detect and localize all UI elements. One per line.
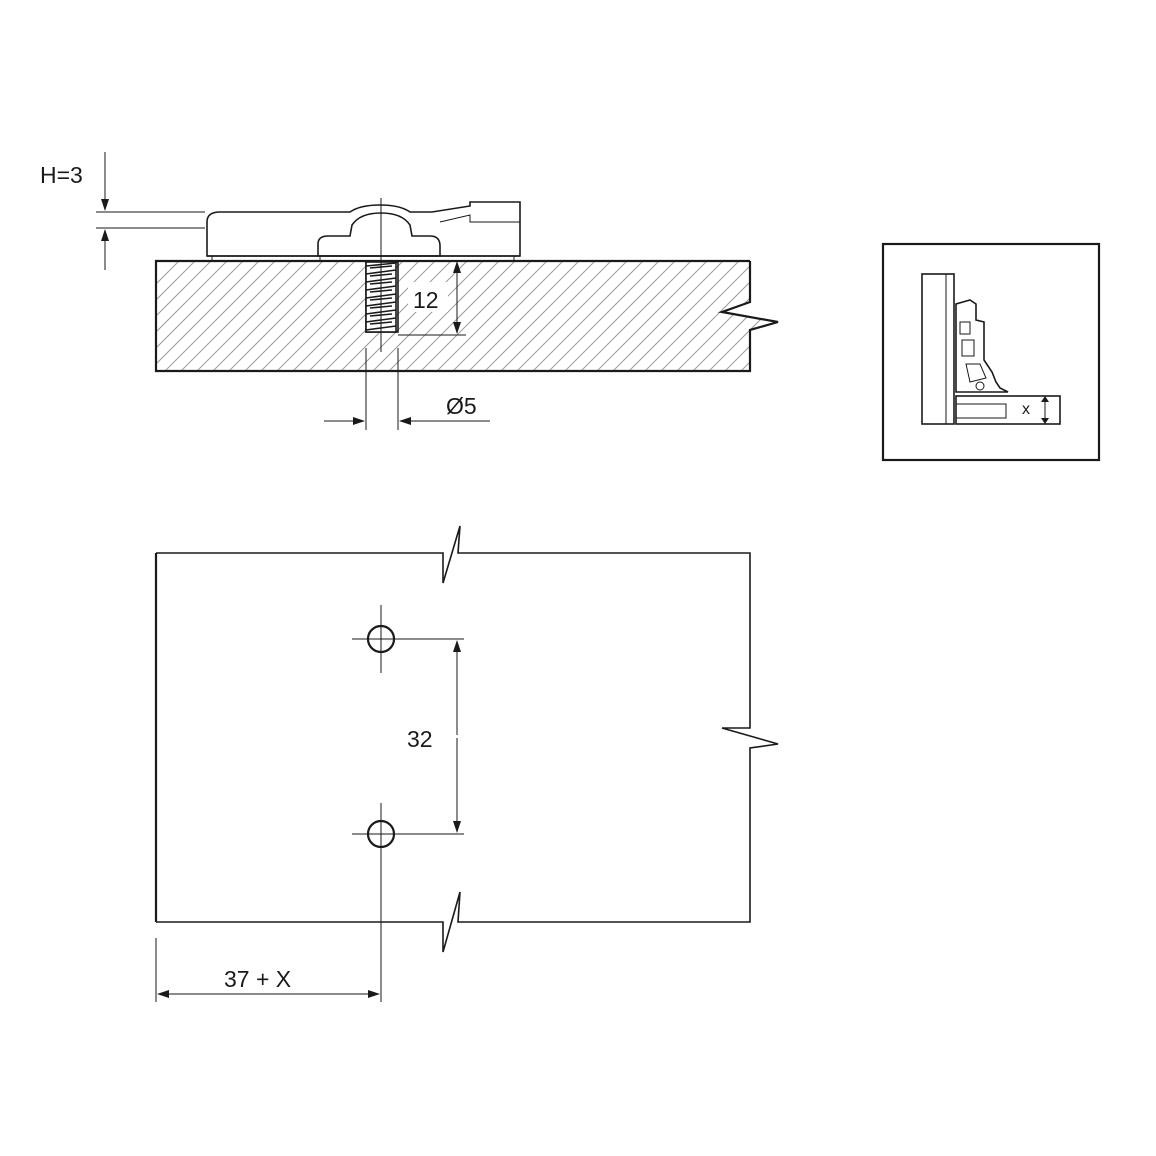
hatch-line [475, 261, 607, 371]
hatch-line [156, 261, 191, 371]
detail-x-label: x [1022, 401, 1030, 418]
depth-label: 12 [413, 287, 439, 313]
hatch-line [731, 261, 778, 371]
hatch-line [635, 261, 767, 371]
hatch-line [555, 261, 687, 371]
hatch-line [571, 261, 703, 371]
hatch-line [411, 261, 543, 371]
mounting-hole-bottom [352, 803, 464, 1002]
board-hatching [156, 261, 778, 371]
hatch-line [395, 261, 527, 371]
hatch-line [491, 261, 623, 371]
hatch-line [156, 261, 239, 371]
hatch-line [251, 261, 383, 371]
hatch-line [171, 261, 303, 371]
hatch-line [363, 261, 495, 371]
hatch-line [427, 261, 559, 371]
hatch-line [539, 261, 671, 371]
plan-view: 32 37 + X [154, 525, 779, 1002]
height-label: H=3 [40, 162, 83, 188]
edge-offset-dimension: 37 + X [155, 938, 380, 1002]
hole-spacing-dimension: 32 [407, 640, 461, 833]
height-dimension: H=3 [40, 152, 205, 270]
section-view: H=3 12 Ø5 [40, 152, 779, 430]
board-section [154, 259, 779, 373]
hatch-line [651, 261, 778, 371]
hole-spacing-label: 32 [407, 726, 433, 752]
hatch-line [763, 261, 778, 371]
hatch-line [187, 261, 319, 371]
diameter-dimension: Ø5 [324, 348, 490, 430]
mounting-hole-top [352, 605, 464, 673]
hatch-line [156, 261, 287, 371]
mounting-plate [206, 201, 521, 262]
hatch-line [156, 261, 207, 371]
hatch-line [747, 261, 778, 371]
hatch-line [379, 261, 511, 371]
inset-frame [881, 242, 1101, 462]
hatch-line [523, 261, 655, 371]
hatch-line [459, 261, 591, 371]
hatch-line [156, 261, 255, 371]
hatch-line [715, 261, 778, 371]
diameter-label: Ø5 [446, 393, 477, 419]
hatch-line [603, 261, 735, 371]
hatch-line [443, 261, 575, 371]
hatch-line [156, 261, 271, 371]
depth-dimension: 12 [398, 261, 466, 336]
hatch-line [699, 261, 778, 371]
hatch-line [619, 261, 751, 371]
hatch-line [507, 261, 639, 371]
hatch-line [331, 261, 463, 371]
hatch-line [203, 261, 335, 371]
hatch-line [219, 261, 351, 371]
edge-offset-label: 37 + X [224, 966, 291, 992]
hatch-line [235, 261, 367, 371]
hatch-line [587, 261, 719, 371]
detail-inset: x [881, 242, 1101, 462]
hatch-line [299, 261, 431, 371]
